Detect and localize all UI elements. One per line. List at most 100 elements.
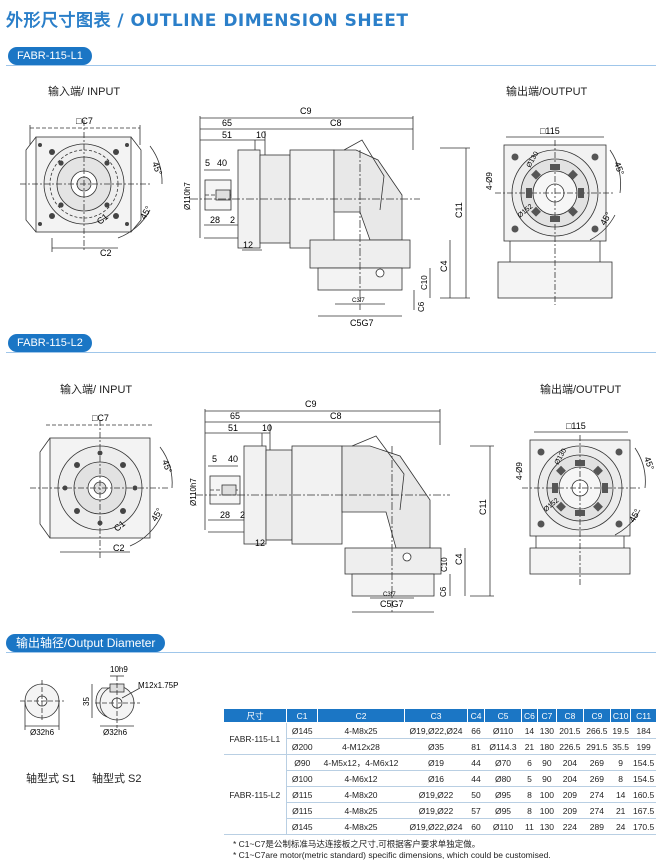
dim-10-l1: 10 (256, 130, 266, 140)
table-cell: 224 (556, 818, 584, 835)
dim-c11-l2: C11 (478, 499, 488, 515)
table-cell: 184 (630, 722, 657, 739)
dim-c5-l1: C5G7 (350, 318, 374, 328)
table-cell: 14 (521, 722, 538, 739)
table-cell: 291.5 (583, 738, 611, 755)
table-header: C6 (521, 708, 538, 723)
section-divider-l1 (6, 65, 656, 66)
table-cell: 60 (467, 818, 485, 835)
dim-28-l2: 28 (220, 510, 230, 520)
dim-2-l2: 2 (240, 510, 245, 520)
dim-65-l2: 65 (230, 411, 240, 421)
table-cell: Ø95 (484, 802, 522, 819)
table-cell: 201.5 (556, 722, 584, 739)
dim-28-l1: 28 (210, 215, 220, 225)
dim-2-l1: 2 (230, 215, 235, 225)
table-cell: 21 (610, 802, 631, 819)
output-diameter-title: 输出轴径/Output Diameter (6, 634, 166, 652)
model-cell: FABR-115-L1 (223, 722, 287, 755)
dim-c4-l1: C4 (439, 260, 449, 272)
table-cell: Ø19,Ø22,Ø24 (404, 818, 468, 835)
table-cell: 154.5 (630, 754, 657, 771)
dim-40-l2: 40 (228, 454, 238, 464)
table-row: FABR-115-L2 Ø90 4-M5x12，4-M6x12 Ø19 44 Ø… (223, 754, 657, 835)
dim-115-l2: □115 (566, 421, 586, 431)
table-cell: Ø100 (286, 770, 318, 787)
table-cell: 8 (521, 786, 538, 803)
dim-c10-l1: C10 (420, 275, 429, 290)
dimension-table: 尺寸 C1 C2 C3 C4 C5 C6 C7 C8 C9 C10 C11 FA… (223, 708, 657, 835)
model-tag-l1: FABR-115-L1 (8, 47, 92, 65)
table-header: C2 (317, 708, 405, 723)
table-cell: 24 (610, 818, 631, 835)
dim-12-l2: 12 (255, 538, 265, 548)
table-cell: 269 (583, 754, 611, 771)
footnote-cn: * C1~C7是公制标准马达连接板之尺寸,可根据客户要求单独定做。 (233, 839, 481, 849)
dim-5-l1: 5 (205, 158, 210, 168)
dim-c4-l2: C4 (454, 553, 464, 565)
table-row: Ø115 4-M8x25 Ø19,Ø22 57 Ø95 8 100 209 27… (224, 802, 657, 819)
dim-45-c-l2: 45° (642, 455, 656, 472)
dim-c6-l2: C6 (439, 586, 448, 597)
table-cell: Ø80 (484, 770, 522, 787)
table-row: Ø200 4-M12x28 Ø35 81 Ø114.3 21 180 226.5… (224, 738, 657, 755)
table-cell: 4-M8x25 (317, 722, 405, 739)
dim-c2-l1: C2 (100, 248, 112, 258)
dim-51-l1: 51 (222, 130, 232, 140)
table-cell: 209 (556, 802, 584, 819)
table-cell: 274 (583, 786, 611, 803)
dim-s2-thread: M12x1.75P (138, 681, 178, 690)
table-cell: Ø19,Ø22,Ø24 (404, 722, 468, 739)
table-cell: 4-M5x12，4-M6x12 (317, 754, 405, 771)
table-header: 尺寸 (223, 708, 287, 723)
dim-s1-diameter: Ø32h6 (30, 728, 55, 737)
dim-10-l2: 10 (262, 423, 272, 433)
table-cell: Ø16 (404, 770, 468, 787)
table-row: FABR-115-L1 Ø145 4-M8x25 Ø19,Ø22,Ø24 66 … (223, 722, 657, 755)
table-cell: 6 (521, 754, 538, 771)
table-header: C5 (484, 708, 522, 723)
table-cell: 5 (521, 770, 538, 787)
table-cell: 44 (467, 770, 485, 787)
table-header: C11 (630, 708, 657, 723)
page-title: 外形尺寸图表 / OUTLINE DIMENSION SHEET (6, 11, 409, 31)
table-cell: Ø200 (286, 738, 318, 755)
dim-holes-l1: 4-Ø9 (485, 172, 494, 190)
table-cell: 154.5 (630, 770, 657, 787)
table-cell: Ø110 (484, 818, 522, 835)
dim-c10-l2: C10 (440, 557, 449, 572)
table-row: Ø115 4-M8x20 Ø19,Ø22 50 Ø95 8 100 209 27… (224, 786, 657, 803)
table-cell: 289 (583, 818, 611, 835)
table-cell: 8 (521, 802, 538, 819)
table-cell: 160.5 (630, 786, 657, 803)
table-cell: 90 (537, 754, 557, 771)
model-tag-l2: FABR-115-L2 (8, 334, 92, 352)
table-cell: 209 (556, 786, 584, 803)
dim-45-a-l2: 45° (160, 458, 174, 475)
dim-c7-l1: □C7 (76, 116, 93, 126)
table-cell: 4-M12x28 (317, 738, 405, 755)
table-cell: 266.5 (583, 722, 611, 739)
dim-c2-l2: C2 (113, 543, 125, 553)
table-cell: 44 (467, 754, 485, 771)
table-cell: 4-M8x25 (317, 818, 405, 835)
footnote-en: * C1~C7are motor(metric standard) specif… (233, 850, 551, 860)
table-cell: 130 (537, 818, 557, 835)
dim-s2-width: 10h9 (110, 665, 128, 674)
table-cell: 8 (610, 770, 631, 787)
table-header: C10 (609, 708, 632, 723)
table-cell: 35.5 (610, 738, 631, 755)
table-header: C9 (582, 708, 611, 723)
dim-c5-l2: C5G7 (380, 599, 404, 609)
table-cell: Ø19,Ø22 (404, 786, 468, 803)
table-cell: 4-M8x20 (317, 786, 405, 803)
table-cell: 199 (630, 738, 657, 755)
table-cell: Ø145 (286, 818, 318, 835)
table-cell: 100 (537, 786, 557, 803)
shaft-type-s1-label: 轴型式 S1 (26, 773, 76, 785)
